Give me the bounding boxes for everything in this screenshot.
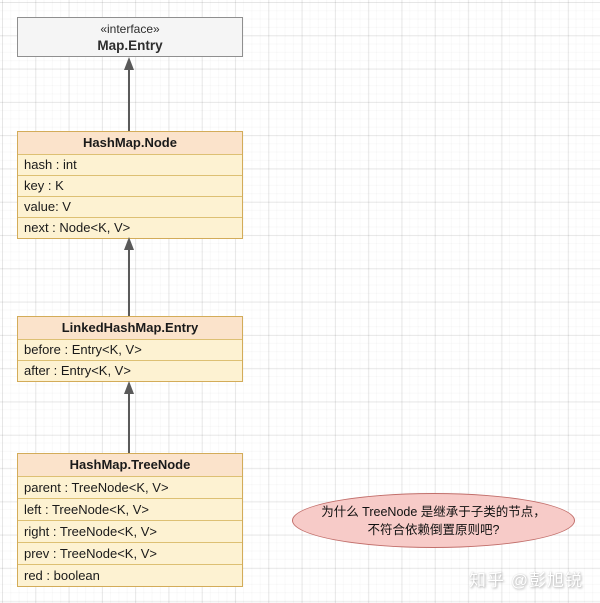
class-box-linkedhashmap-entry: LinkedHashMap.Entry before : Entry<K, V>… (17, 316, 243, 382)
note-line-2: 不符合依赖倒置原则吧? (367, 522, 500, 537)
attribute-row: left : TreeNode<K, V> (18, 498, 242, 520)
attribute-row: prev : TreeNode<K, V> (18, 542, 242, 564)
attribute-row: before : Entry<K, V> (18, 339, 242, 360)
attribute-row: red : boolean (18, 564, 242, 586)
interface-name: Map.Entry (97, 37, 163, 53)
inheritance-arrow-treenode-to-entry (123, 381, 134, 453)
class-name: HashMap.Node (18, 132, 242, 154)
attribute-row: after : Entry<K, V> (18, 360, 242, 381)
interface-stereotype: «interface» (100, 21, 160, 36)
note-line-1: 为什么 TreeNode 是继承于子类的节点， (321, 504, 546, 519)
inheritance-arrow-entry-to-node (123, 237, 134, 316)
class-box-hashmap-node: HashMap.Node hash : int key : K value: V… (17, 131, 243, 239)
arrowhead-icon (123, 237, 134, 250)
attribute-row: right : TreeNode<K, V> (18, 520, 242, 542)
class-name: HashMap.TreeNode (18, 454, 242, 476)
watermark: 知乎 @彭旭锐 (469, 571, 583, 590)
attribute-row: key : K (18, 175, 242, 196)
arrow-shaft (127, 250, 130, 316)
attribute-row: hash : int (18, 154, 242, 175)
class-box-hashmap-treenode: HashMap.TreeNode parent : TreeNode<K, V>… (17, 453, 243, 587)
arrowhead-icon (123, 57, 134, 70)
class-name: LinkedHashMap.Entry (18, 317, 242, 339)
arrow-shaft (127, 70, 130, 131)
attribute-row: next : Node<K, V> (18, 217, 242, 238)
inheritance-arrow-node-to-mapentry (123, 57, 134, 131)
note-ellipse: 为什么 TreeNode 是继承于子类的节点， 不符合依赖倒置原则吧? (292, 493, 575, 548)
attribute-row: parent : TreeNode<K, V> (18, 476, 242, 498)
arrowhead-icon (123, 381, 134, 394)
interface-box-map-entry: «interface» Map.Entry (17, 17, 243, 57)
attribute-row: value: V (18, 196, 242, 217)
arrow-shaft (127, 394, 130, 453)
